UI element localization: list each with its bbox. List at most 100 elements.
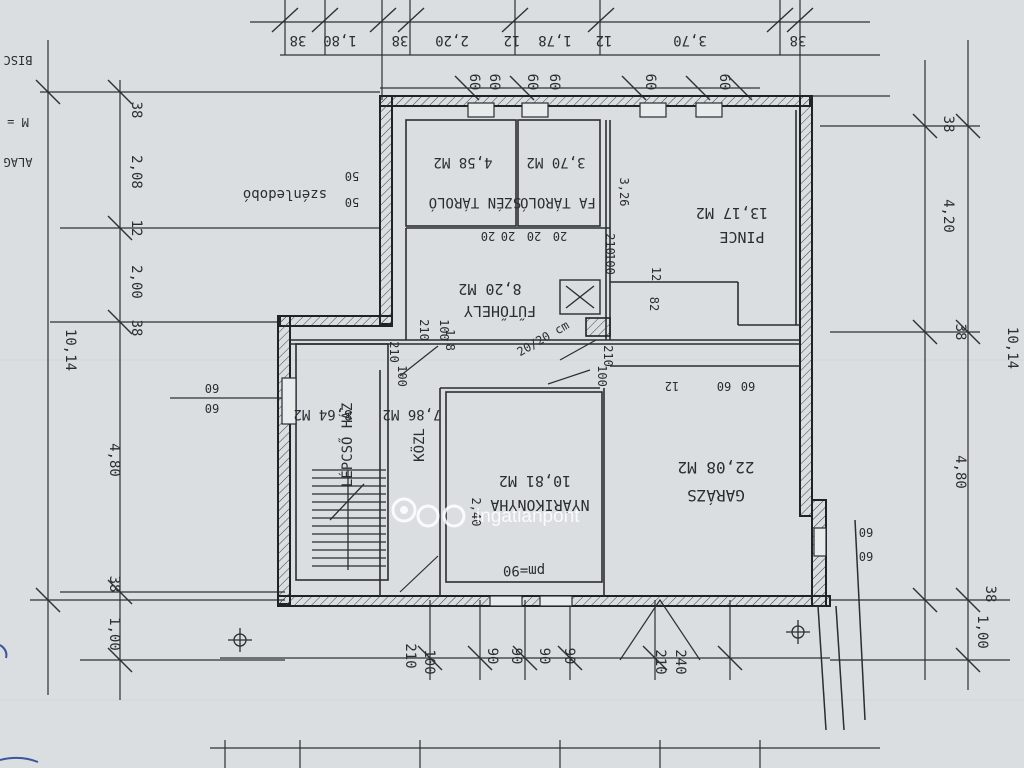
- dim-bottom-3: 90: [508, 648, 524, 665]
- dim-inner-0: 50: [345, 169, 359, 183]
- dim-left-5: 4,80: [106, 443, 122, 477]
- dim-right-total: 10,14: [1004, 327, 1020, 369]
- dim-inner-3: 20: [481, 229, 495, 243]
- dim-bottom-4: 90: [536, 648, 552, 665]
- pen-mark-bottom: [0, 756, 39, 763]
- dim-inner-7: 210: [603, 233, 617, 255]
- label-edge-top: BISC: [4, 53, 33, 67]
- dim-inner-24: 60: [859, 525, 873, 539]
- room-area-kozl: 7,86 M2: [382, 406, 441, 422]
- chimney: [559, 279, 611, 337]
- dimension-numbers: 38 1,80 38 2,20 12 1,78 12 3,70 38 60 60…: [62, 32, 1020, 675]
- dim-inner-20: 60: [741, 379, 755, 393]
- stairs: [312, 469, 386, 570]
- dim-inner-19: 12: [665, 379, 679, 393]
- dim-win-5: 60: [716, 74, 732, 91]
- dim-inner-9: 82: [647, 297, 661, 311]
- dim-bottom-0: 100: [421, 649, 437, 674]
- windows: [281, 102, 827, 607]
- paper-grid: [0, 359, 1024, 701]
- pen-mark: [0, 644, 8, 659]
- pillars: [228, 620, 810, 652]
- dim-win-3: 60: [546, 74, 562, 91]
- dim-right-0: 38: [940, 116, 956, 133]
- dim-inner-18: 1,8: [443, 329, 457, 351]
- room-area-fa: 3,70 M2: [526, 154, 585, 170]
- room-name-narikonyha: NYÁRIKONYHA: [490, 496, 589, 515]
- room-name-szen: SZÉN TÁROLÓ: [429, 194, 522, 212]
- dim-inner-6: 20: [553, 229, 567, 243]
- dim-win-4: 60: [642, 74, 658, 91]
- room-area-garazs: 22,08 M2: [677, 458, 754, 477]
- dim-left-0: 38: [128, 102, 144, 119]
- room-labels: SZÉN TÁROLÓ 4,58 M2 FA TÁROLÓ 3,70 M2 PI…: [293, 154, 768, 515]
- dim-left-4: 38: [128, 320, 144, 337]
- dim-bottom-1: 210: [402, 643, 418, 668]
- dim-inner-14: 100: [395, 365, 409, 387]
- dim-bottom-5: 90: [561, 648, 577, 665]
- label-edge-low: ALAG: [4, 155, 33, 169]
- dim-top-3: 2,20: [435, 32, 469, 48]
- dim-left-6: 38: [106, 576, 122, 593]
- dim-left-7: 1,00: [106, 617, 122, 651]
- dim-inner-1: 50: [345, 195, 359, 209]
- dim-inner-22: 60: [205, 381, 219, 395]
- dim-win-2: 60: [524, 74, 540, 91]
- room-area-lepcsohaz: 8,64 M2: [293, 406, 352, 422]
- room-name-lepcsohaz: LÉPCSŐ HÁZ: [338, 403, 356, 487]
- dim-bottom-2: 90: [484, 648, 500, 665]
- dim-right-4: 38: [982, 586, 998, 603]
- dim-top-1: 1,80: [323, 32, 357, 48]
- dim-inner-21: 60: [717, 379, 731, 393]
- room-area-szen: 4,58 M2: [433, 154, 492, 170]
- label-pm: pm=90: [503, 562, 545, 578]
- dim-top-0: 38: [290, 32, 307, 48]
- dim-inner-10: 12: [649, 267, 663, 281]
- dim-left-3: 2,00: [128, 265, 144, 299]
- dim-right-5: 1,00: [974, 615, 990, 649]
- dim-win-1: 60: [486, 74, 502, 91]
- dim-inner-25: 60: [859, 549, 873, 563]
- room-area-narikonyha: 10,81 M2: [499, 472, 571, 490]
- dim-top-7: 3,70: [673, 32, 707, 48]
- doors: [399, 339, 701, 661]
- dim-right-2: 38: [952, 324, 968, 341]
- dim-top-6: 12: [596, 32, 613, 48]
- dim-top-2: 38: [392, 32, 409, 48]
- dim-right-1: 4,20: [940, 199, 956, 233]
- dim-inner-8: 100: [603, 253, 617, 275]
- room-area-futohely: 8,20 M2: [458, 280, 521, 298]
- dim-win-0: 60: [466, 74, 482, 91]
- dim-inner-4: 20: [501, 229, 515, 243]
- dim-left-1: 2,08: [128, 155, 144, 189]
- inner-dimension-numbers: 50 50 3,26 20 20 20 20 210 100 82 12 210…: [205, 169, 873, 563]
- watermark-text: ingatlanpont: [476, 506, 580, 527]
- dim-bottom-6: 240: [672, 649, 688, 674]
- dim-inner-15: 210: [601, 345, 615, 367]
- label-edge-mid: M =: [7, 115, 29, 129]
- driveway-edge: [817, 519, 866, 731]
- room-name-pince: PINCE: [719, 228, 764, 246]
- dim-top-4: 12: [504, 32, 521, 48]
- room-area-pince: 13,17 M2: [696, 204, 768, 222]
- dim-inner-16: 100: [595, 365, 609, 387]
- dim-inner-11: 210: [417, 319, 431, 341]
- room-name-fa: FA TÁROLÓ: [520, 194, 596, 212]
- label-szenledobo: szénledobó: [243, 186, 327, 202]
- dim-left-2: 12: [128, 220, 144, 237]
- dim-left-total: 10,14: [62, 329, 78, 371]
- dim-inner-13: 210: [387, 341, 401, 363]
- dim-inner-2: 3,26: [617, 178, 631, 207]
- dim-bottom-7: 210: [652, 649, 668, 674]
- dim-inner-23: 60: [205, 401, 219, 415]
- dim-inner-17: 2,40: [469, 498, 483, 527]
- room-name-garazs: GARÁZS: [687, 486, 745, 505]
- room-name-kozl: KÖZL: [410, 428, 428, 462]
- dim-right-3: 4,80: [952, 455, 968, 489]
- room-name-futohely: FŰTŐHELY: [464, 302, 536, 322]
- dim-inner-5: 20: [527, 229, 541, 243]
- dim-top-8: 38: [790, 32, 807, 48]
- dim-top-5: 1,78: [538, 32, 572, 48]
- watermark: ingatlanpont: [391, 497, 580, 528]
